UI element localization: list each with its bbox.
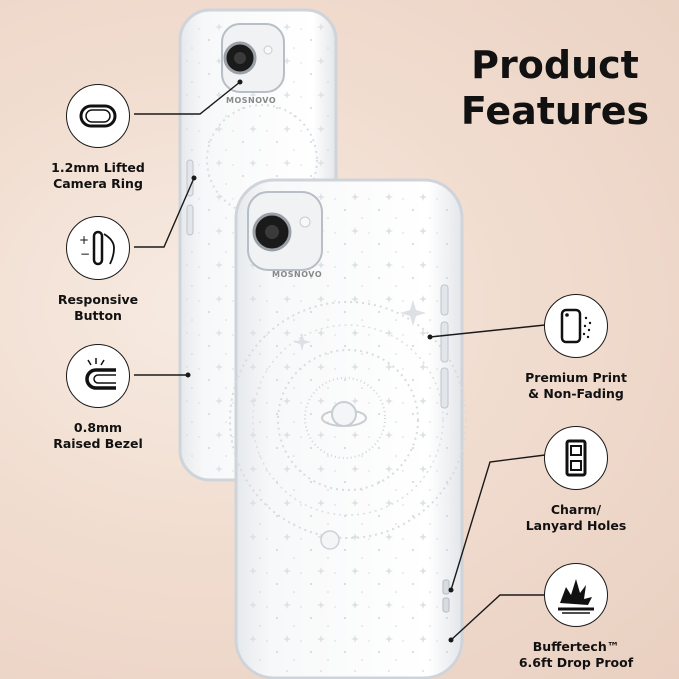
feature-label: Camera Ring <box>53 176 143 191</box>
feature-label: 1.2mm Lifted <box>51 160 145 175</box>
page-title: Product Features <box>460 42 650 134</box>
camera-ring-icon <box>66 84 130 148</box>
title-line-2: Features <box>460 89 650 133</box>
title-line-1: Product <box>471 43 639 87</box>
pointer-lines <box>134 81 546 641</box>
feature-label: Raised Bezel <box>53 436 143 451</box>
brand-mark-front: MOSNOVO <box>272 270 323 279</box>
feature-label: Lanyard Holes <box>525 518 627 533</box>
feature-label: 0.8mm <box>73 420 123 435</box>
svg-text:−: − <box>80 247 90 261</box>
front-phone-case <box>229 178 467 679</box>
feature-label: Premium Print <box>525 370 627 385</box>
feature-label: Responsive <box>57 292 139 307</box>
responsive-button-icon: + − <box>66 216 130 280</box>
drop-impact-icon <box>544 563 608 627</box>
print-spray-icon <box>544 294 608 358</box>
brand-mark-back: MOSNOVO <box>226 96 277 105</box>
feature-label: Charm/ <box>550 502 602 517</box>
svg-text:+: + <box>79 233 89 247</box>
feature-lanyard-holes: Charm/ Lanyard Holes <box>514 426 638 534</box>
lanyard-holes-icon <box>544 426 608 490</box>
raised-bezel-icon <box>66 344 130 408</box>
feature-label: Button <box>74 308 122 323</box>
feature-responsive-button: + − Responsive Button <box>36 216 160 324</box>
feature-label: 6.6ft Drop Proof <box>518 655 634 670</box>
feature-premium-print: Premium Print & Non-Fading <box>514 294 638 402</box>
feature-label: Buffertech™ <box>532 639 620 654</box>
feature-label: & Non-Fading <box>528 386 624 401</box>
feature-camera-ring: 1.2mm Lifted Camera Ring <box>36 84 160 192</box>
feature-raised-bezel: 0.8mm Raised Bezel <box>36 344 160 452</box>
feature-drop-proof: Buffertech™ 6.6ft Drop Proof <box>514 563 638 671</box>
